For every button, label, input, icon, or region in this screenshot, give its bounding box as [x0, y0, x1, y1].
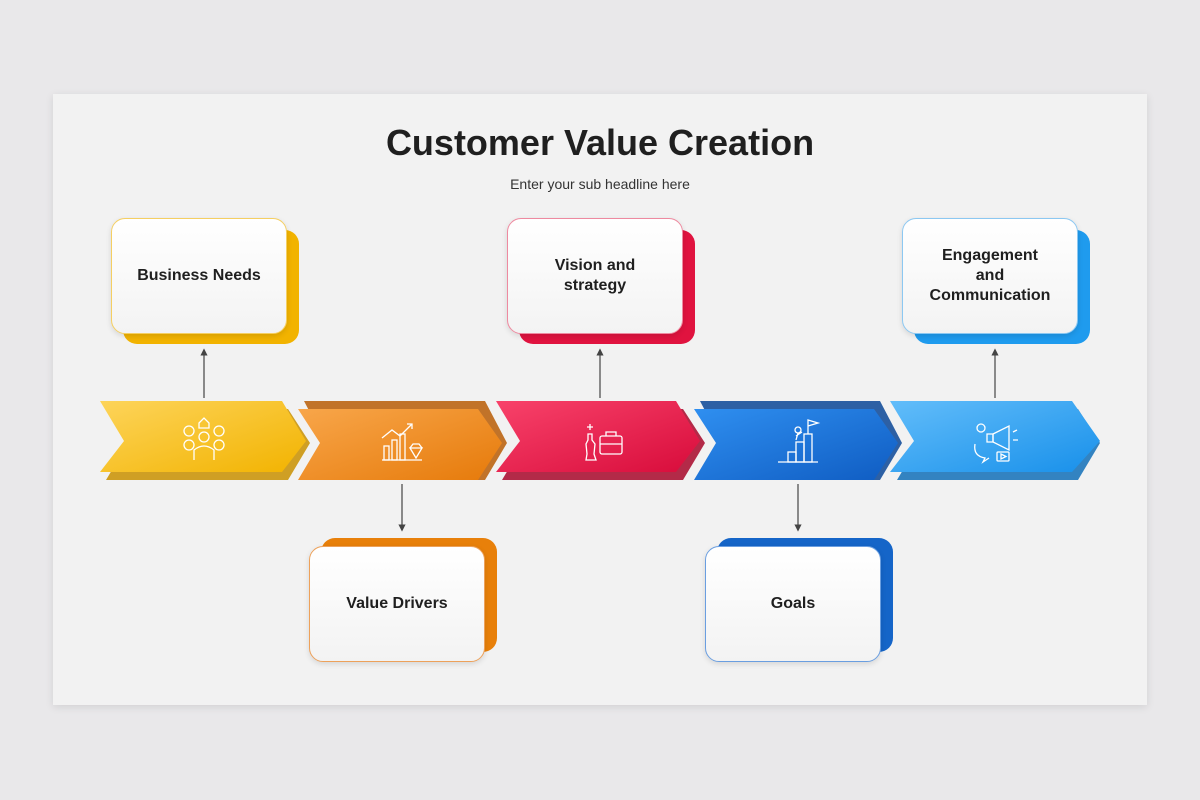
card-label: Business Needs — [137, 267, 261, 284]
goal-flag-icon — [778, 419, 821, 463]
chevron-engagement — [890, 401, 1100, 472]
card-vision-strategy: Vision and strategy — [507, 218, 697, 348]
card-face: Goals — [705, 546, 881, 662]
card-face: Vision and strategy — [507, 218, 683, 334]
chevron-business-needs — [100, 401, 306, 472]
slide-background — [53, 94, 1147, 705]
megaphone-communication-icon — [974, 423, 1018, 464]
page-title: Customer Value Creation — [385, 122, 815, 163]
card-label: Vision and strategy — [554, 257, 636, 294]
card-label: Goals — [770, 595, 816, 612]
card-engagement-communication: Engagement and Communication — [902, 218, 1092, 348]
card-face: Business Needs — [111, 218, 287, 334]
page-subtitle: Enter your sub headline here — [510, 176, 690, 192]
card-face: Engagement and Communication — [902, 218, 1078, 334]
growth-chart-icon — [381, 423, 424, 461]
customer-needs-icon — [183, 417, 225, 460]
chevron-vision-strategy — [496, 401, 700, 472]
card-goals: Goals — [705, 538, 895, 676]
card-business-needs: Business Needs — [111, 218, 301, 348]
strategy-briefcase-icon — [585, 424, 623, 461]
card-value-drivers: Value Drivers — [309, 538, 499, 676]
card-face: Value Drivers — [309, 546, 485, 662]
card-label: Value Drivers — [346, 595, 448, 612]
card-label: Engagement and Communication — [929, 247, 1051, 304]
